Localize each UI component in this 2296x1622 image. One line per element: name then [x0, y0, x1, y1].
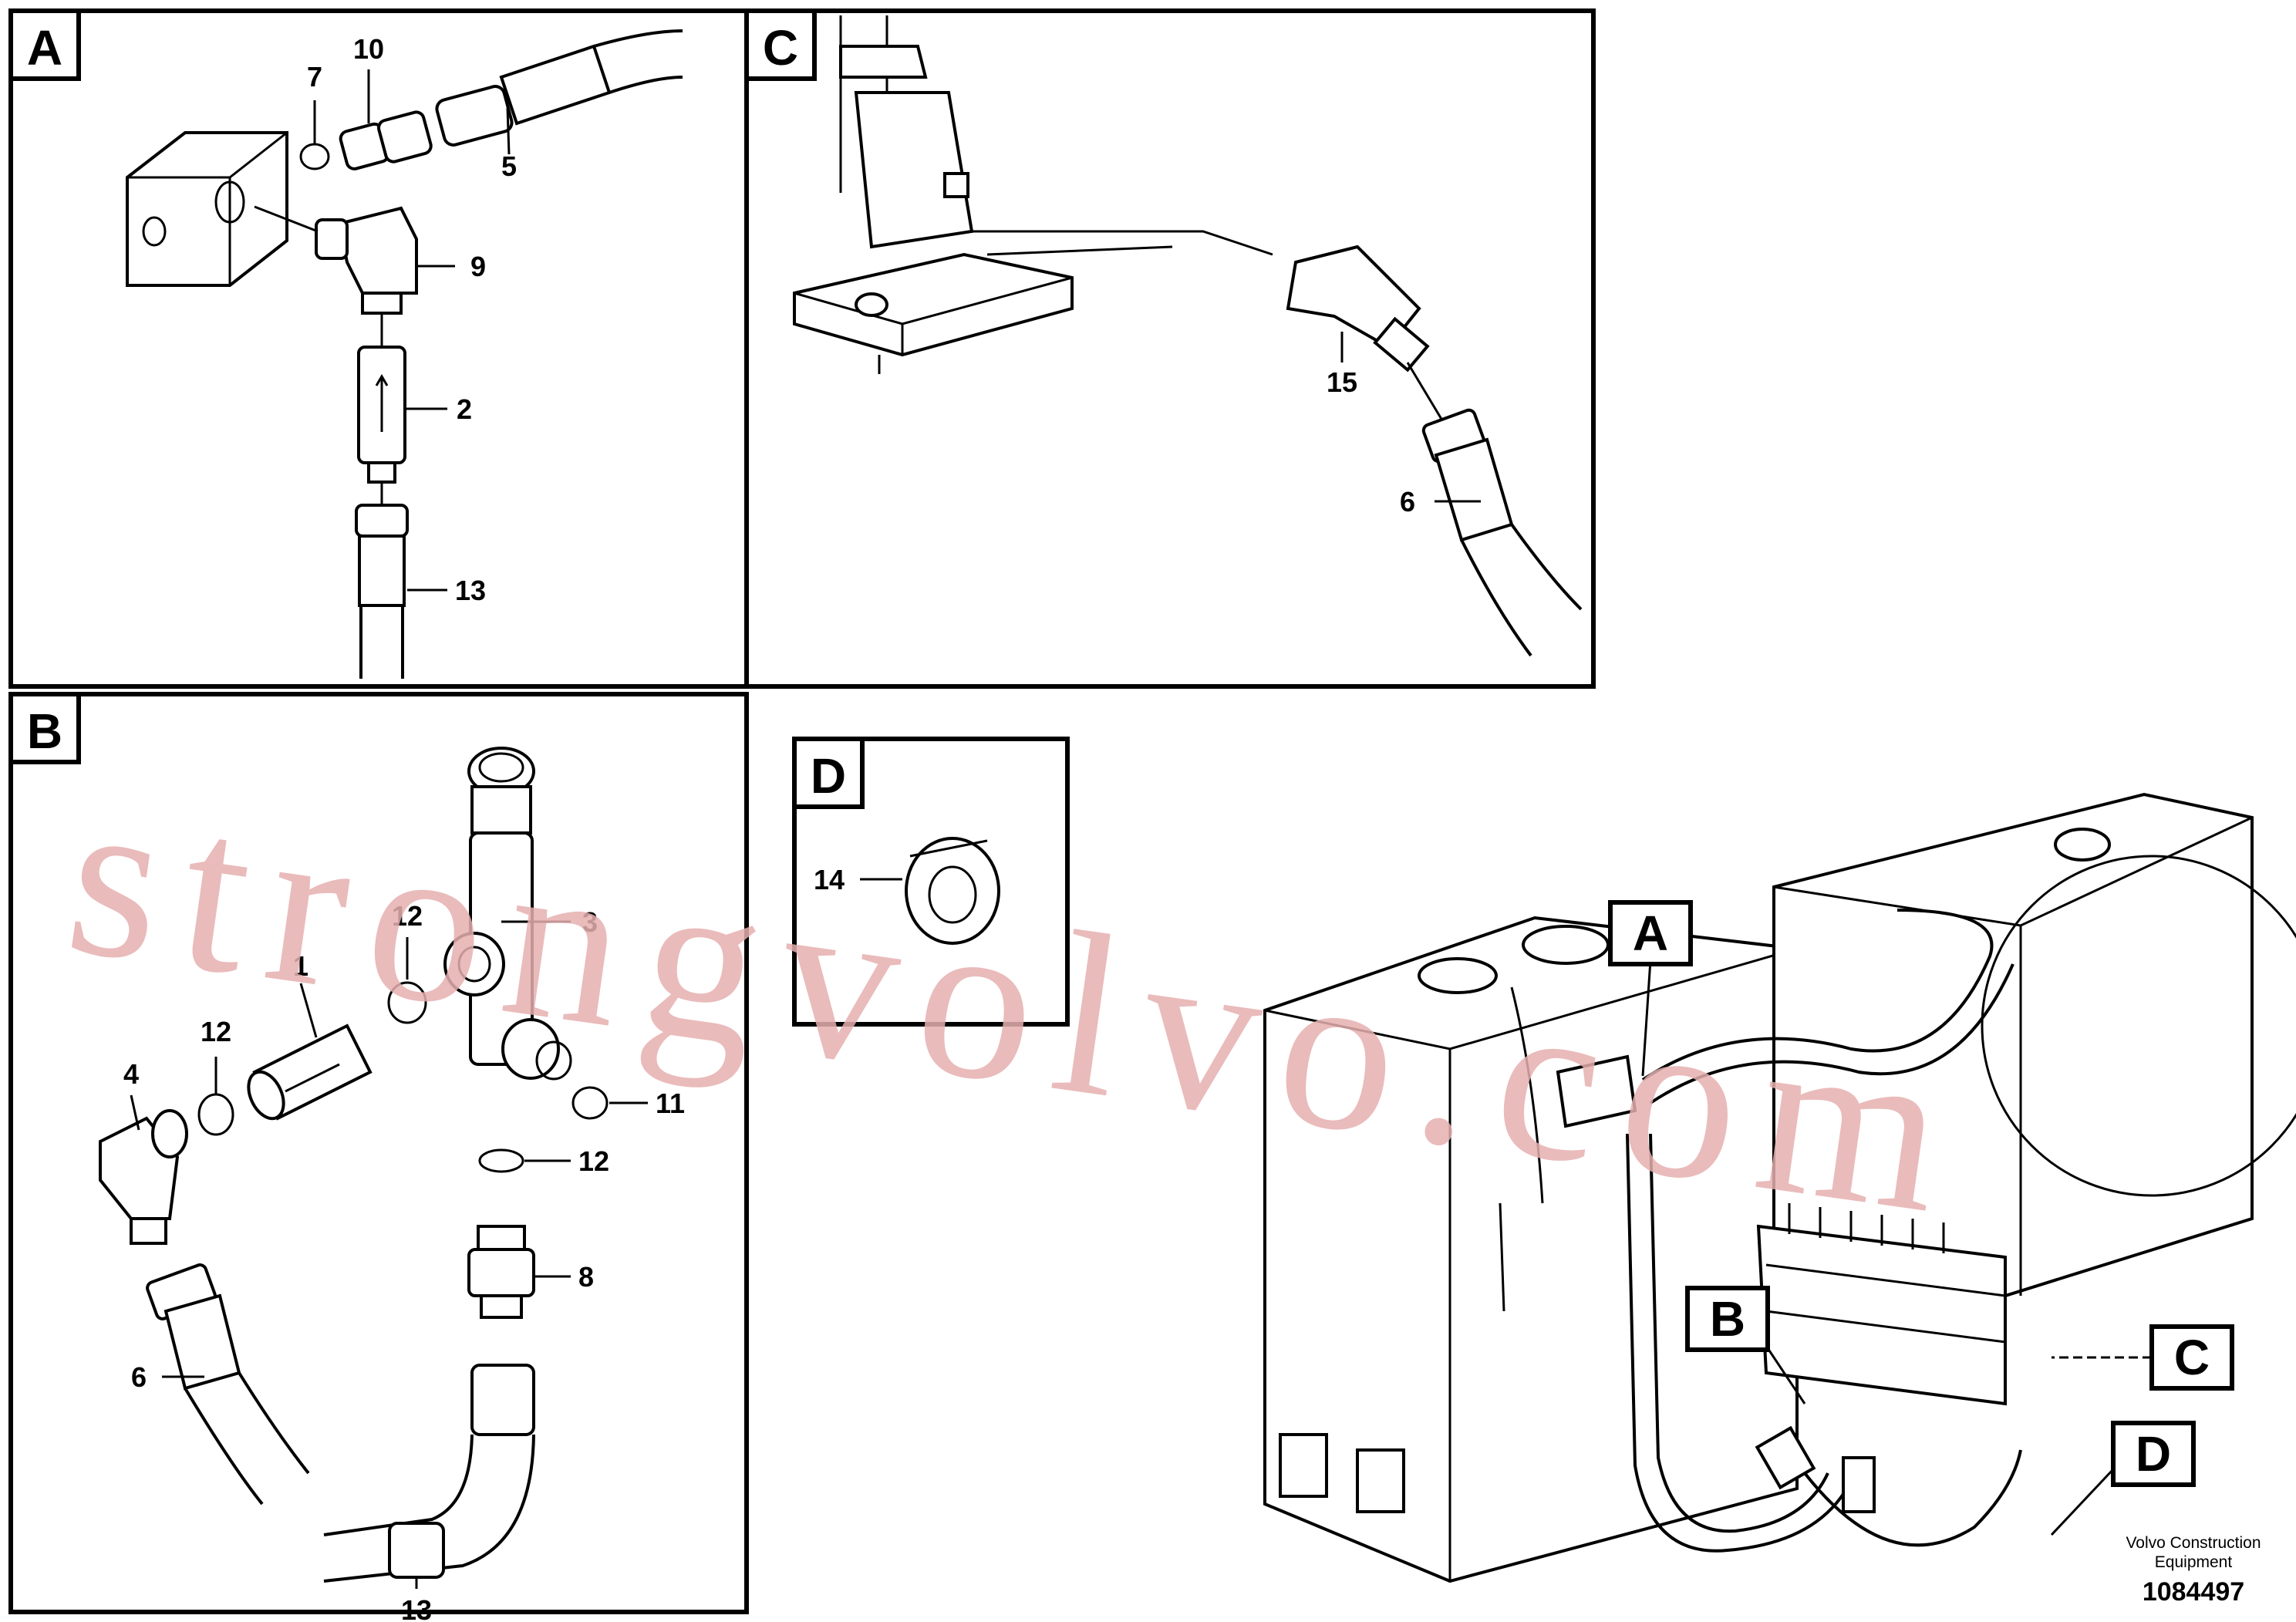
overview-callout-c: C: [2149, 1324, 2234, 1391]
svg-text:A: A: [1633, 905, 1668, 961]
callout-11: 11: [656, 1088, 685, 1119]
o-ring-12-lower: [478, 1148, 524, 1173]
overview-callout-b: B: [1685, 1286, 1770, 1352]
valve-block: [126, 131, 288, 287]
seal-ring-14: [905, 837, 1000, 945]
callout-6-b: 6: [131, 1361, 147, 1393]
callout-12-upper: 12: [392, 900, 423, 932]
panel-d-label: D: [811, 748, 846, 804]
panel-b: B: [8, 692, 749, 1622]
panel-a-leaders: [313, 69, 511, 592]
o-ring-11: [571, 1086, 609, 1120]
hose-13-b: [323, 1364, 535, 1583]
check-valve-1: [247, 1023, 373, 1121]
callout-3: 3: [582, 906, 598, 938]
callout-7: 7: [307, 61, 322, 93]
callout-14: 14: [814, 864, 845, 895]
panel-b-leaders: [130, 920, 648, 1589]
svg-text:C: C: [2174, 1330, 2210, 1385]
check-valve: [357, 313, 406, 484]
o-ring-12-left: [197, 1093, 234, 1136]
panel-a-label: A: [27, 20, 62, 76]
elbow-4: [99, 1109, 188, 1245]
callout-15: 15: [1327, 366, 1357, 398]
adapter-set: [299, 29, 683, 170]
callout-2: 2: [457, 393, 472, 425]
callout-12-left: 12: [201, 1016, 231, 1047]
panel-c-leaders: [1340, 332, 1481, 503]
callout-1: 1: [293, 950, 308, 982]
callout-13-b: 13: [401, 1594, 432, 1622]
hose-6-b: [146, 1263, 310, 1506]
elbow-15: [1286, 244, 1430, 373]
svg-text:B: B: [1710, 1291, 1745, 1347]
tee-fitting: [443, 747, 572, 1081]
o-ring-12-upper: [387, 981, 427, 1024]
panel-d: D 14: [792, 737, 1070, 1027]
drawing-number: 1084497: [2143, 1577, 2244, 1607]
callout-8: 8: [578, 1261, 594, 1293]
manufacturer-line-1: Volvo Construction: [2126, 1534, 2261, 1552]
callout-6-c: 6: [1400, 486, 1415, 518]
overview-machine: [1263, 792, 2296, 1583]
svg-text:D: D: [2136, 1426, 2171, 1482]
panel-a: A: [8, 8, 749, 689]
callout-12-lower: 12: [578, 1145, 609, 1177]
panel-b-label: B: [27, 703, 62, 759]
hose-6-c: [1406, 362, 1583, 657]
manufacturer-line-2: Equipment: [2155, 1553, 2233, 1571]
hose-13: [355, 482, 409, 679]
callout-9: 9: [470, 251, 486, 282]
nipple-8: [467, 1225, 535, 1319]
overview-callout-a: A: [1608, 900, 1693, 966]
callout-4: 4: [123, 1058, 139, 1090]
valve-mount: [793, 15, 1273, 374]
footer: Volvo Construction Equipment 1084497: [2126, 1534, 2261, 1607]
panel-c: C 15 6: [744, 8, 1596, 689]
watermark: strongvolvo.com: [55, 745, 1981, 1265]
callout-10: 10: [353, 33, 384, 65]
panel-c-label: C: [763, 20, 798, 76]
callout-13: 13: [455, 575, 486, 606]
overview-callout-d: D: [2111, 1421, 2196, 1487]
callout-5: 5: [501, 150, 517, 182]
